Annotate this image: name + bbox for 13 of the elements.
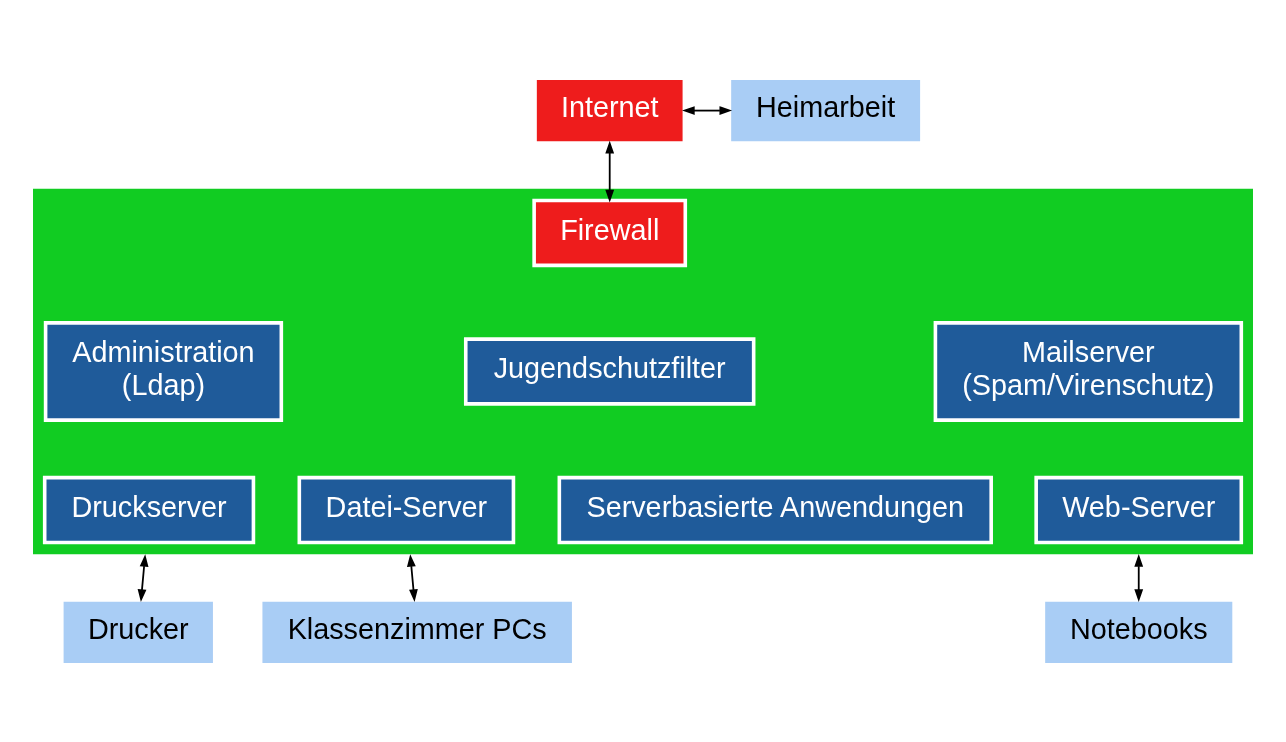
arrow	[605, 140, 615, 202]
node-box: Druckserver	[42, 475, 256, 544]
arrow	[682, 105, 733, 115]
arrow	[1134, 553, 1144, 602]
node-box: Web-Server	[1034, 475, 1244, 544]
node-box: Serverbasierte Anwendungen	[557, 475, 993, 544]
node-box: Mailserver (Spam/Virenschutz)	[933, 320, 1244, 422]
node-box: Administration (Ldap)	[43, 320, 284, 422]
arrow	[406, 553, 418, 602]
node-box: Firewall	[532, 198, 688, 267]
node-box: Datei-Server	[297, 475, 516, 544]
node-box: Jugendschutzfilter	[463, 336, 756, 406]
arrow	[137, 553, 149, 602]
